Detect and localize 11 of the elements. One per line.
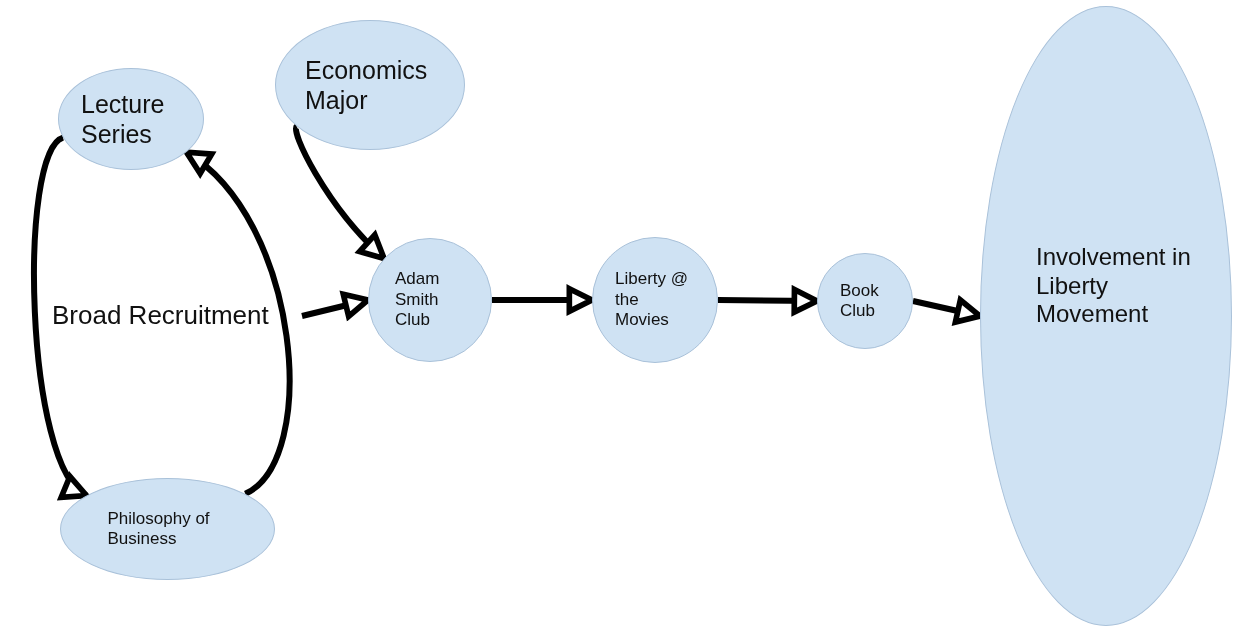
node-label: Book Club [840,280,880,322]
node-label: Involvement in Liberty Movement [1036,242,1192,330]
node-label: Liberty @ the Movies [615,269,689,331]
node-label: Lecture Series [81,89,166,149]
arrow [31,135,90,499]
node-label: Adam Smith Club [395,269,441,331]
arrow [183,149,293,497]
node-label: Economics Major [305,55,429,115]
arrow [292,125,387,262]
node-label: Broad Recruitment [52,300,269,332]
node-label: Philosophy of Business [107,508,211,550]
